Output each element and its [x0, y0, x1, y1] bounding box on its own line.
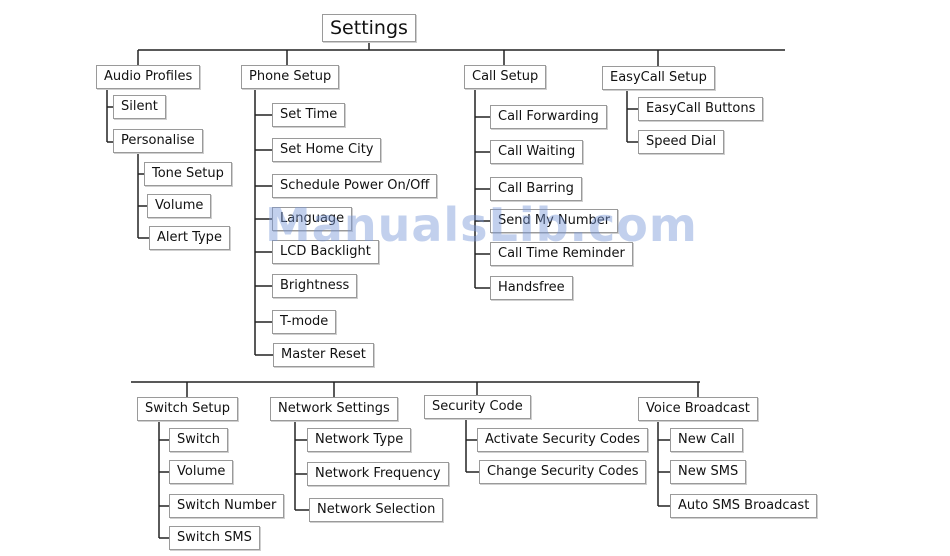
node-network-frequency: Network Frequency — [307, 462, 449, 486]
node-call-forwarding: Call Forwarding — [490, 105, 607, 129]
node-new-call: New Call — [670, 428, 743, 452]
node-switch-volume: Volume — [169, 460, 234, 484]
node-call-waiting: Call Waiting — [490, 140, 584, 164]
node-lcd-backlight: LCD Backlight — [272, 240, 379, 264]
node-silent: Silent — [113, 95, 166, 119]
node-call-barring: Call Barring — [490, 177, 582, 201]
node-voice-broadcast: Voice Broadcast — [638, 397, 758, 421]
node-activate-security-codes: Activate Security Codes — [477, 428, 648, 452]
node-set-time: Set Time — [272, 103, 346, 127]
node-master-reset: Master Reset — [273, 343, 374, 367]
node-schedule-power: Schedule Power On/Off — [272, 174, 438, 198]
node-set-home-city: Set Home City — [272, 138, 382, 162]
node-t-mode: T-mode — [272, 310, 337, 334]
node-easycall-setup: EasyCall Setup — [602, 66, 715, 90]
node-phone-setup: Phone Setup — [241, 65, 340, 89]
node-volume: Volume — [147, 194, 212, 218]
settings-root-node: Settings — [322, 14, 416, 42]
node-network-selection: Network Selection — [309, 498, 444, 522]
node-switch-number: Switch Number — [169, 494, 285, 518]
node-tone-setup: Tone Setup — [144, 162, 232, 186]
node-language: Language — [272, 207, 353, 231]
node-audio-profiles: Audio Profiles — [96, 65, 201, 89]
node-alert-type: Alert Type — [149, 226, 230, 250]
node-easycall-buttons: EasyCall Buttons — [638, 97, 764, 121]
node-send-my-number: Send My Number — [490, 209, 619, 233]
node-call-time-reminder: Call Time Reminder — [490, 242, 633, 266]
node-speed-dial: Speed Dial — [638, 130, 725, 154]
node-new-sms: New SMS — [670, 460, 747, 484]
node-network-settings: Network Settings — [270, 397, 398, 421]
node-security-code: Security Code — [424, 395, 531, 419]
node-network-type: Network Type — [307, 428, 412, 452]
node-auto-sms-broadcast: Auto SMS Broadcast — [670, 494, 818, 518]
node-handsfree: Handsfree — [490, 276, 573, 300]
node-switch-setup: Switch Setup — [137, 397, 238, 421]
node-change-security-codes: Change Security Codes — [479, 460, 647, 484]
node-personalise: Personalise — [113, 129, 203, 153]
node-call-setup: Call Setup — [464, 65, 547, 89]
node-switch: Switch — [169, 428, 228, 452]
node-brightness: Brightness — [272, 274, 358, 298]
node-switch-sms: Switch SMS — [169, 526, 260, 550]
